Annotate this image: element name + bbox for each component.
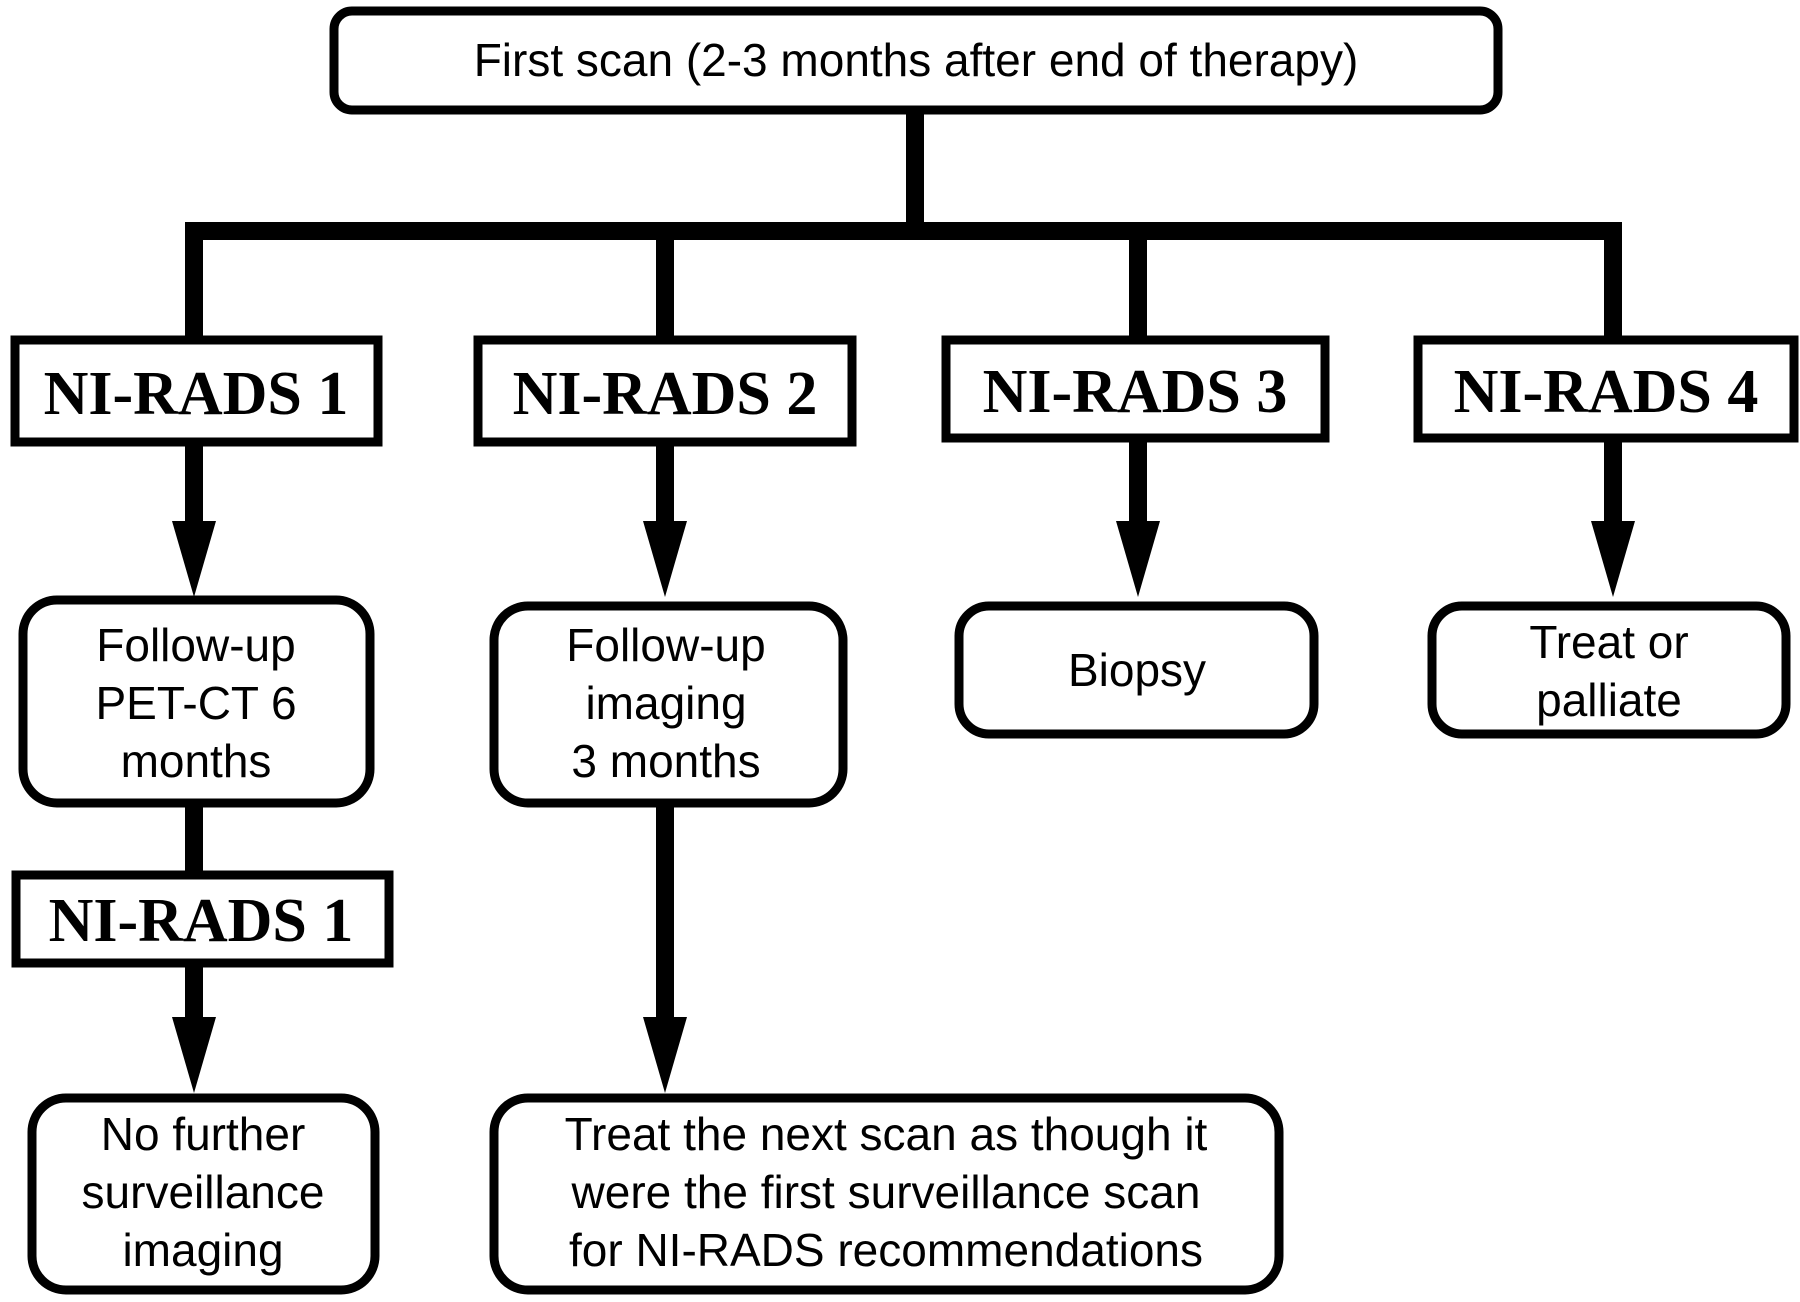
boxes	[10, 6, 1799, 1295]
followup-imaging-label: Follow-up imaging 3 months	[566, 619, 765, 787]
nirads-4-box	[1413, 335, 1799, 443]
label-line: Follow-up	[566, 619, 765, 671]
label-line: palliate	[1536, 674, 1682, 726]
nirads-1-label: NI-RADS 1	[44, 360, 349, 428]
label-line: Treat or	[1529, 616, 1688, 668]
labels: First scan (2-3 months after end of ther…	[44, 34, 1759, 1276]
label-line: NI-RADS 2	[513, 360, 818, 428]
nirads-3-box	[941, 335, 1330, 443]
label-line: Biopsy	[1068, 644, 1206, 696]
no-further-surveillance-label: No further surveillance imaging	[82, 1108, 325, 1276]
first-scan-box	[329, 6, 1503, 115]
label-line: First scan (2-3 months after end of ther…	[474, 34, 1359, 86]
followup-imaging-box	[489, 601, 848, 808]
arrowhead-nirads-4	[1591, 521, 1635, 597]
arrowhead-followup-imaging	[643, 1017, 687, 1093]
label-line: surveillance	[82, 1166, 325, 1218]
label-line: months	[121, 735, 272, 787]
nirads-2-label: NI-RADS 2	[513, 360, 818, 428]
label-line: imaging	[585, 677, 746, 729]
arrowhead-nirads-3	[1116, 521, 1160, 597]
label-line: imaging	[122, 1224, 283, 1276]
nirads-4-label: NI-RADS 4	[1454, 358, 1759, 426]
treat-or-palliate-box	[1427, 601, 1791, 739]
label-line: Follow-up	[96, 619, 295, 671]
label-line: NI-RADS 1	[44, 360, 349, 428]
treat-or-palliate-label: Treat or palliate	[1529, 616, 1688, 726]
arrowhead-nirads-1-repeat	[172, 1017, 216, 1093]
nirads-1-repeat-label: NI-RADS 1	[49, 887, 354, 955]
followup-pet-ct-box	[18, 595, 375, 808]
treat-next-scan-label: Treat the next scan as though it were the…	[565, 1108, 1208, 1276]
label-line: NI-RADS 4	[1454, 358, 1759, 426]
no-further-surveillance-box	[27, 1093, 380, 1295]
label-line: No further	[101, 1108, 306, 1160]
connectors	[185, 110, 1622, 1045]
label-line: were the first surveillance scan	[571, 1166, 1201, 1218]
label-line: NI-RADS 1	[49, 887, 354, 955]
treat-next-scan-box	[489, 1093, 1284, 1295]
label-line: NI-RADS 3	[983, 358, 1288, 426]
nirads-1-repeat-box	[11, 870, 394, 968]
nirads-3-label: NI-RADS 3	[983, 358, 1288, 426]
biopsy-label: Biopsy	[1068, 644, 1206, 696]
nirads-1-box	[10, 335, 383, 447]
arrowhead-nirads-2	[643, 521, 687, 597]
first-scan-label: First scan (2-3 months after end of ther…	[474, 34, 1359, 86]
label-line: for NI-RADS recommendations	[569, 1224, 1203, 1276]
label-line: PET-CT 6	[95, 677, 296, 729]
label-line: 3 months	[571, 735, 760, 787]
label-line: Treat the next scan as though it	[565, 1108, 1208, 1160]
arrowheads	[172, 521, 1635, 1093]
nirads-2-box	[473, 335, 857, 447]
biopsy-box	[954, 601, 1319, 739]
arrowhead-nirads-1	[172, 521, 216, 597]
